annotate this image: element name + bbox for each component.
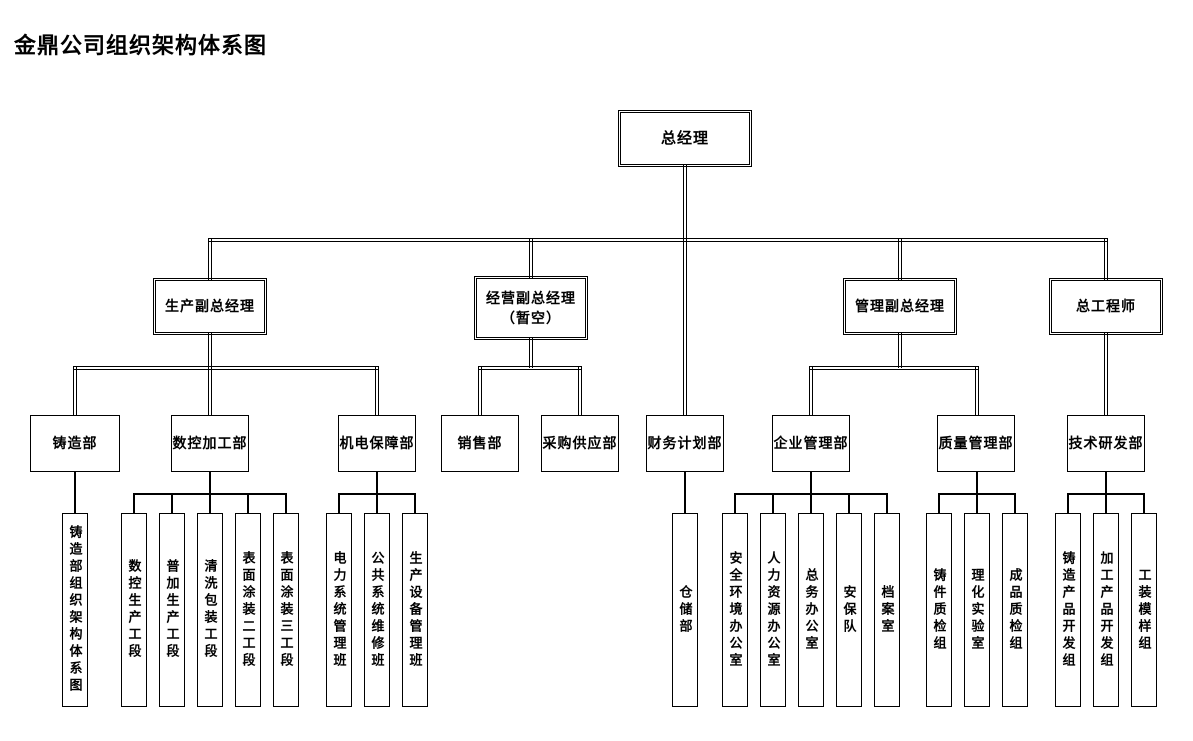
- connector-line: [478, 366, 582, 370]
- node-public-system-maintenance-team: 公共系统维修班: [364, 513, 390, 707]
- connector-line: [848, 493, 850, 513]
- node-machining-product-dev-group: 加工产品开发组: [1093, 513, 1119, 707]
- node-sublabel: （暂空）: [501, 310, 561, 326]
- connector-line: [209, 493, 211, 513]
- node-cnc-production-section: 数控生产工段: [121, 513, 147, 707]
- connector-line: [810, 472, 812, 494]
- node-physchem-lab: 理化实验室: [964, 513, 990, 707]
- node-procurement-supply-dept: 采购供应部: [541, 415, 619, 472]
- connector-line: [898, 238, 902, 280]
- node-general-manager: 总经理: [618, 110, 752, 167]
- connector-line: [73, 366, 77, 415]
- connector-line: [683, 165, 687, 415]
- connector-line: [809, 366, 813, 415]
- connector-line: [414, 493, 416, 513]
- connector-line: [208, 366, 212, 415]
- connector-line: [1143, 493, 1145, 513]
- node-vp-production: 生产副总经理: [153, 278, 267, 335]
- node-surface-coating-2-section: 表面涂装二工段: [235, 513, 261, 707]
- node-general-machining-section: 普加生产工段: [159, 513, 185, 707]
- connector-line: [578, 366, 582, 415]
- connector-line: [886, 493, 888, 513]
- node-casting-dept: 铸造部: [30, 415, 120, 472]
- node-tech-rd-dept: 技术研发部: [1067, 415, 1145, 472]
- connector-line: [734, 493, 736, 513]
- connector-line: [73, 366, 379, 370]
- node-security-team: 安保队: [836, 513, 862, 707]
- connector-line: [478, 366, 482, 415]
- connector-line: [976, 472, 978, 494]
- connector-line: [171, 493, 173, 513]
- connector-line: [74, 472, 76, 513]
- node-safety-env-office: 安全环境办公室: [722, 513, 748, 707]
- node-hr-office: 人力资源办公室: [760, 513, 786, 707]
- node-casting-qc-group: 铸件质检组: [926, 513, 952, 707]
- connector-line: [809, 366, 979, 370]
- connector-line: [375, 366, 379, 415]
- connector-line: [338, 493, 340, 513]
- connector-line: [1105, 472, 1107, 494]
- connector-line: [529, 238, 533, 278]
- connector-line: [1104, 238, 1108, 280]
- node-cnc-machining-dept: 数控加工部: [171, 415, 249, 472]
- node-cleaning-packing-section: 清洗包装工段: [197, 513, 223, 707]
- node-casting-product-dev-group: 铸造产品开发组: [1055, 513, 1081, 707]
- connector-line: [1105, 493, 1107, 513]
- connector-line: [1067, 493, 1069, 513]
- node-quality-mgmt-dept: 质量管理部: [937, 415, 1015, 472]
- connector-line: [772, 493, 774, 513]
- connector-line: [133, 493, 135, 513]
- connector-line: [529, 338, 533, 368]
- connector-line: [285, 493, 287, 513]
- node-label: 经营副总经理: [486, 289, 576, 306]
- node-tooling-pattern-group: 工装模样组: [1131, 513, 1157, 707]
- node-vp-operations: 经营副总经理 （暂空）: [474, 276, 588, 340]
- node-sales-dept: 销售部: [441, 415, 519, 472]
- node-casting-org-chart: 铸造部组织架构体系图: [62, 513, 88, 707]
- connector-line: [376, 493, 378, 513]
- node-warehouse-dept: 仓储部: [672, 513, 698, 707]
- node-finance-planning-dept: 财务计划部: [646, 415, 724, 472]
- node-finished-product-qc-group: 成品质检组: [1002, 513, 1028, 707]
- node-power-system-team: 电力系统管理班: [326, 513, 352, 707]
- connector-line: [1104, 333, 1108, 415]
- connector-line: [898, 333, 902, 368]
- node-chief-engineer: 总工程师: [1049, 278, 1163, 335]
- connector-line: [938, 493, 940, 513]
- node-surface-coating-3-section: 表面涂装三工段: [273, 513, 299, 707]
- connector-line: [684, 472, 686, 513]
- diagram-title: 金鼎公司组织架构体系图: [14, 33, 268, 58]
- connector-line: [810, 493, 812, 513]
- connector-line: [976, 493, 978, 513]
- node-vp-management: 管理副总经理: [843, 278, 957, 335]
- node-enterprise-mgmt-dept: 企业管理部: [772, 415, 850, 472]
- node-production-equipment-team: 生产设备管理班: [402, 513, 428, 707]
- connector-line: [1014, 493, 1016, 513]
- node-general-affairs-office: 总务办公室: [798, 513, 824, 707]
- connector-line: [209, 472, 211, 494]
- connector-line: [208, 333, 212, 368]
- connector-line: [208, 238, 1108, 242]
- node-archives-room: 档案室: [874, 513, 900, 707]
- connector-line: [376, 472, 378, 494]
- node-me-support-dept: 机电保障部: [338, 415, 416, 472]
- connector-line: [247, 493, 249, 513]
- connector-line: [975, 366, 979, 415]
- connector-line: [208, 238, 212, 280]
